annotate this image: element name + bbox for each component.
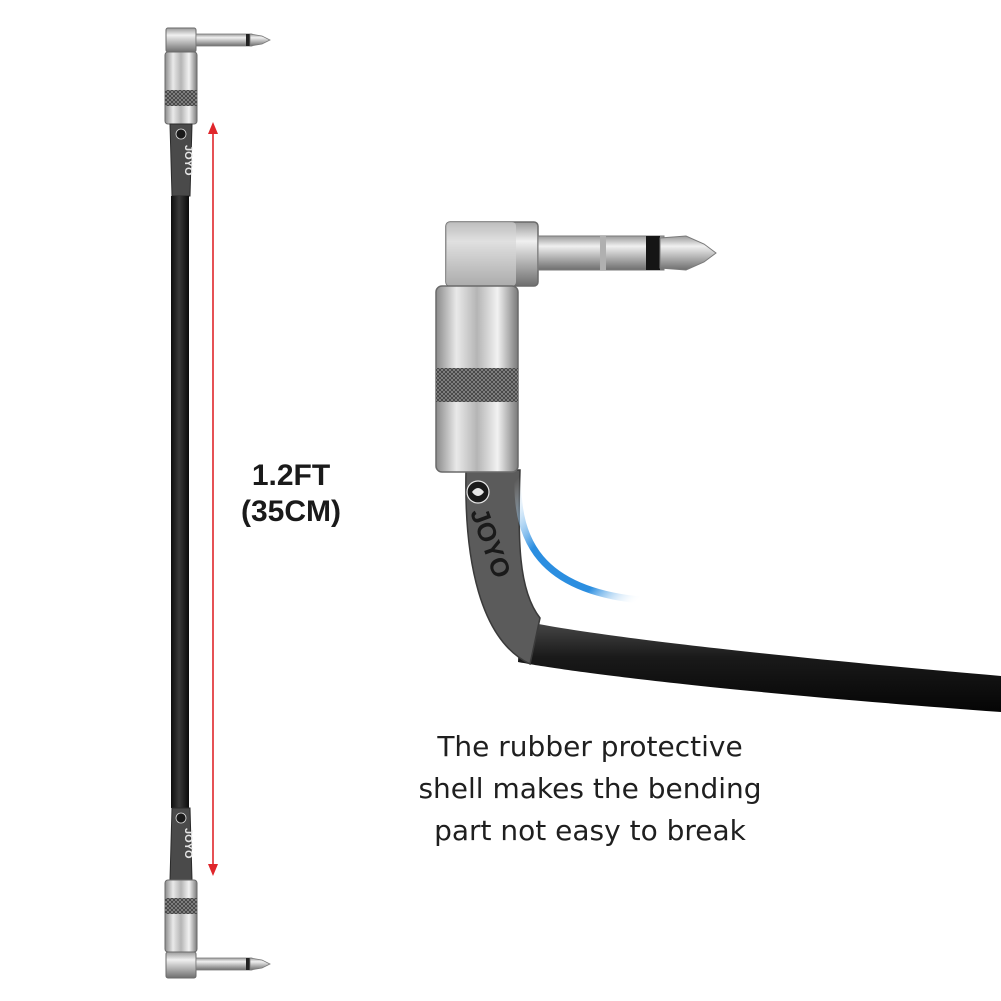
caption-line: part not easy to break xyxy=(434,814,746,847)
joyo-logo-icon xyxy=(466,480,490,504)
length-metric: (35CM) xyxy=(240,495,341,528)
caption-line: The rubber protective xyxy=(437,730,743,763)
plug-closeup xyxy=(435,221,1001,712)
bend-arc-icon xyxy=(514,474,644,604)
brand-mark-bottom: JOYO xyxy=(182,828,194,859)
brand-mark-top: JOYO xyxy=(182,145,194,176)
feature-caption: The rubber protective shell makes the be… xyxy=(380,726,800,852)
length-imperial: 1.2FT xyxy=(251,459,331,492)
joyo-logo-icon xyxy=(175,128,187,824)
caption-line: shell makes the bending xyxy=(418,772,762,805)
cable-length-label: 1.2FT (35CM) xyxy=(196,458,386,530)
patch-cable-full xyxy=(164,27,271,979)
double-headed-arrow-icon xyxy=(208,122,218,876)
